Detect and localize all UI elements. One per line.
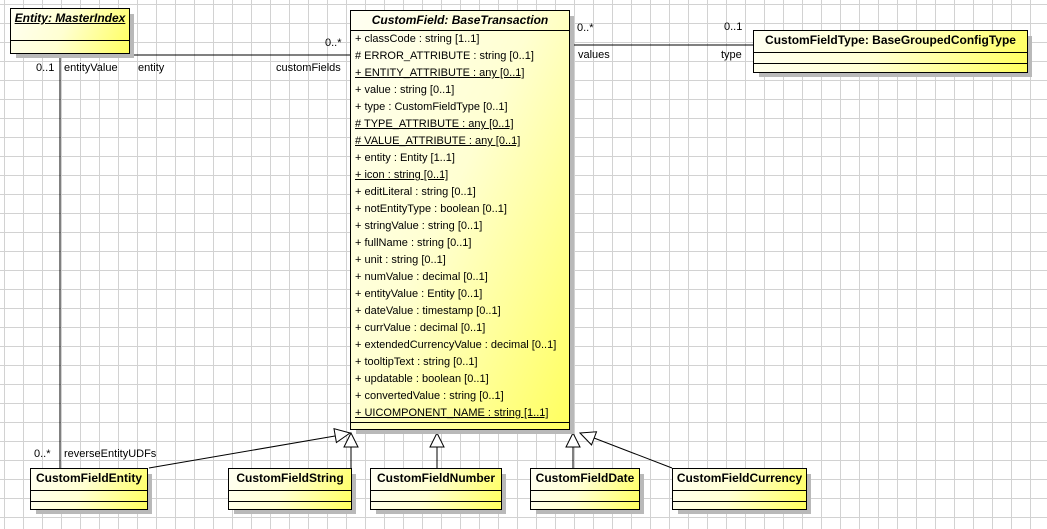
inheritance-arrowhead-icon[interactable]	[578, 431, 598, 446]
role-label-entityvalue[interactable]: entityValue	[64, 62, 118, 74]
attribute-row[interactable]: + notEntityType : boolean [0..1]	[355, 203, 507, 215]
multiplicity-label-entityvalue[interactable]: 0..1	[36, 62, 55, 74]
attributes-compartment[interactable]	[754, 52, 1027, 63]
operations-compartment[interactable]	[531, 501, 639, 509]
class-box-customfieldentity[interactable]: CustomFieldEntity	[30, 468, 148, 510]
attribute-row[interactable]: + numValue : decimal [0..1]	[355, 271, 488, 283]
inheritance-arrowhead-icon[interactable]	[565, 431, 581, 448]
role-label-values[interactable]: values	[578, 49, 610, 61]
class-title[interactable]: CustomFieldString	[236, 471, 344, 485]
class-title[interactable]: CustomFieldDate	[535, 471, 635, 485]
attributes-compartment[interactable]	[229, 490, 351, 501]
multiplicity-label-reverseentityudfs[interactable]: 0..*	[34, 448, 51, 460]
attributes-compartment[interactable]	[673, 490, 806, 501]
inheritance-arrowhead-icon[interactable]	[429, 431, 445, 448]
attribute-row[interactable]: + unit : string [0..1]	[355, 254, 446, 266]
operations-compartment[interactable]	[754, 63, 1027, 72]
attribute-row[interactable]: + UICOMPONENT_NAME : string [1..1]	[355, 407, 549, 419]
attribute-row[interactable]: + type : CustomFieldType [0..1]	[355, 101, 508, 113]
class-box-customfieldtype[interactable]: CustomFieldType: BaseGroupedConfigType	[753, 30, 1028, 73]
attribute-row[interactable]: + stringValue : string [0..1]	[355, 220, 483, 232]
attribute-row[interactable]: + extendedCurrencyValue : decimal [0..1]	[355, 339, 557, 351]
class-box-customfield[interactable]: CustomField: BaseTransaction + classCode…	[350, 10, 570, 430]
multiplicity-label-customfields[interactable]: 0..*	[325, 37, 342, 49]
generalization-customfieldcurrency-line[interactable]	[593, 437, 673, 469]
attributes-compartment[interactable]	[371, 490, 501, 501]
class-title[interactable]: CustomField: BaseTransaction	[371, 13, 549, 27]
attribute-row[interactable]: # VALUE_ATTRIBUTE : any [0..1]	[355, 135, 521, 147]
attribute-row[interactable]: + entity : Entity [1..1]	[355, 152, 455, 164]
attribute-row[interactable]: + convertedValue : string [0..1]	[355, 390, 504, 402]
class-title[interactable]: CustomFieldNumber	[376, 471, 495, 485]
class-box-entity[interactable]: Entity: MasterIndex	[10, 8, 130, 54]
attribute-row[interactable]: + currValue : decimal [0..1]	[355, 322, 486, 334]
role-label-reverseentityudfs[interactable]: reverseEntityUDFs	[64, 448, 157, 460]
multiplicity-label-type[interactable]: 0..1	[724, 21, 743, 33]
attribute-row[interactable]: # ERROR_ATTRIBUTE : string [0..1]	[355, 50, 534, 62]
attributes-compartment[interactable]	[31, 490, 147, 501]
operations-compartment[interactable]	[229, 501, 351, 509]
attribute-row[interactable]: + updatable : boolean [0..1]	[355, 373, 489, 385]
operations-compartment[interactable]	[371, 501, 501, 509]
multiplicity-label-values[interactable]: 0..*	[577, 22, 594, 34]
class-box-customfielddate[interactable]: CustomFieldDate	[530, 468, 640, 510]
inheritance-arrowhead-icon[interactable]	[333, 428, 352, 444]
attribute-row[interactable]: + icon : string [0..1]	[355, 169, 449, 181]
attributes-compartment[interactable]: + classCode : string [1..1] # ERROR_ATTR…	[351, 30, 569, 422]
role-label-customfields[interactable]: customFields	[276, 62, 341, 74]
class-title[interactable]: CustomFieldEntity	[35, 471, 142, 485]
attribute-row[interactable]: + entityValue : Entity [0..1]	[355, 288, 483, 300]
attribute-row[interactable]: + ENTITY_ATTRIBUTE : any [0..1]	[355, 67, 525, 79]
generalization-customfieldentity-line[interactable]	[148, 435, 336, 469]
inheritance-arrowhead-icon[interactable]	[343, 431, 359, 448]
attributes-compartment[interactable]	[11, 40, 129, 53]
attributes-compartment[interactable]	[531, 490, 639, 501]
class-box-customfieldcurrency[interactable]: CustomFieldCurrency	[672, 468, 807, 510]
attribute-row[interactable]: + editLiteral : string [0..1]	[355, 186, 476, 198]
class-box-customfieldstring[interactable]: CustomFieldString	[228, 468, 352, 510]
role-label-type[interactable]: type	[721, 49, 742, 61]
class-title[interactable]: CustomFieldType: BaseGroupedConfigType	[765, 33, 1016, 47]
attribute-row[interactable]: # TYPE_ATTRIBUTE : any [0..1]	[355, 118, 514, 130]
operations-compartment[interactable]	[31, 501, 147, 509]
class-box-customfieldnumber[interactable]: CustomFieldNumber	[370, 468, 502, 510]
class-title[interactable]: Entity: MasterIndex	[14, 11, 126, 25]
attribute-row[interactable]: + classCode : string [1..1]	[355, 33, 480, 45]
role-label-entity[interactable]: entity	[138, 62, 165, 74]
attribute-row[interactable]: + tooltipText : string [0..1]	[355, 356, 478, 368]
attribute-row[interactable]: + fullName : string [0..1]	[355, 237, 472, 249]
attribute-row[interactable]: + dateValue : timestamp [0..1]	[355, 305, 501, 317]
class-title[interactable]: CustomFieldCurrency	[676, 471, 803, 485]
operations-compartment[interactable]	[673, 501, 806, 509]
attribute-row[interactable]: + value : string [0..1]	[355, 84, 455, 96]
operations-compartment[interactable]	[351, 422, 569, 429]
